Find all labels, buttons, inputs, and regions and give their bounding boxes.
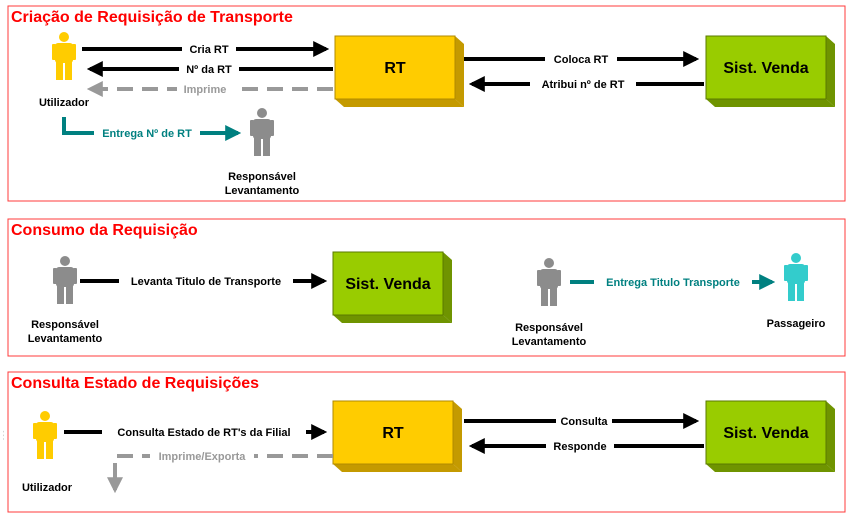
user-label: Utilizador bbox=[39, 97, 90, 109]
arrow-consulta-label: Consulta bbox=[560, 416, 608, 428]
arrow-imprime-exporta-label: Imprime/Exporta bbox=[159, 451, 247, 463]
user-figure bbox=[33, 411, 57, 459]
responsible-figure bbox=[250, 108, 274, 156]
section-frame bbox=[7, 218, 846, 357]
arrow-imprime-exporta bbox=[107, 454, 333, 494]
sist-venda-box-label: Sist. Venda bbox=[723, 60, 808, 77]
arrow-responde-label: Responde bbox=[553, 441, 606, 453]
arrow-entrega-titulo-label: Entrega Titulo Transporte bbox=[606, 277, 740, 289]
responsible-figure-b bbox=[537, 258, 561, 306]
responsible-label-line1: Responsável bbox=[228, 171, 296, 183]
responsible-b-label-line2: Levantamento bbox=[512, 336, 587, 348]
section-criacao: Criação de Requisição de Transporte RT S… bbox=[7, 5, 846, 202]
responsible-figure-a bbox=[53, 256, 77, 304]
user-figure bbox=[52, 32, 76, 80]
responsible-a-label-line1: Responsável bbox=[31, 319, 99, 331]
section-title: Consulta Estado de Requisições bbox=[11, 375, 259, 392]
arrow-atribui-label: Atribui nº de RT bbox=[542, 79, 625, 91]
section-title: Criação de Requisição de Transporte bbox=[11, 9, 293, 26]
sist-venda-box-label: Sist. Venda bbox=[345, 276, 430, 293]
responsible-label-line2: Levantamento bbox=[225, 185, 300, 197]
passenger-figure bbox=[784, 253, 808, 301]
rt-box: RT bbox=[334, 35, 464, 107]
rt-box: RT bbox=[332, 400, 462, 472]
rt-box-label: RT bbox=[382, 425, 404, 442]
section-frame bbox=[7, 371, 846, 513]
sist-venda-box: Sist. Venda bbox=[705, 400, 835, 472]
user-label: Utilizador bbox=[22, 482, 73, 494]
section-title: Consumo da Requisição bbox=[11, 222, 198, 239]
arrow-cria-rt-label: Cria RT bbox=[189, 44, 228, 56]
section-consumo: Consumo da Requisição Responsável Levant… bbox=[7, 218, 846, 357]
arrow-levanta-label: Levanta Titulo de Transporte bbox=[131, 276, 281, 288]
responsible-b-label-line1: Responsável bbox=[515, 322, 583, 334]
responsible-a-label-line2: Levantamento bbox=[28, 333, 103, 345]
sist-venda-box: Sist. Venda bbox=[332, 251, 452, 323]
rt-box-label: RT bbox=[384, 60, 406, 77]
arrow-numero-rt-label: Nº da RT bbox=[186, 64, 232, 76]
arrow-entrega-numero-label: Entrega Nº de RT bbox=[102, 128, 192, 140]
passenger-label: Passageiro bbox=[767, 318, 826, 330]
section-frame bbox=[7, 5, 846, 202]
arrow-imprime-label: Imprime bbox=[184, 84, 227, 96]
sist-venda-box-label: Sist. Venda bbox=[723, 425, 808, 442]
section-consulta: Consulta Estado de Requisições - - - Uti… bbox=[1, 371, 846, 513]
sist-venda-box: Sist. Venda bbox=[705, 35, 835, 107]
arrow-consulta-estado-label: Consulta Estado de RT's da Filial bbox=[117, 427, 290, 439]
side-text: - - - bbox=[1, 431, 7, 440]
arrow-coloca-rt-label: Coloca RT bbox=[554, 54, 609, 66]
